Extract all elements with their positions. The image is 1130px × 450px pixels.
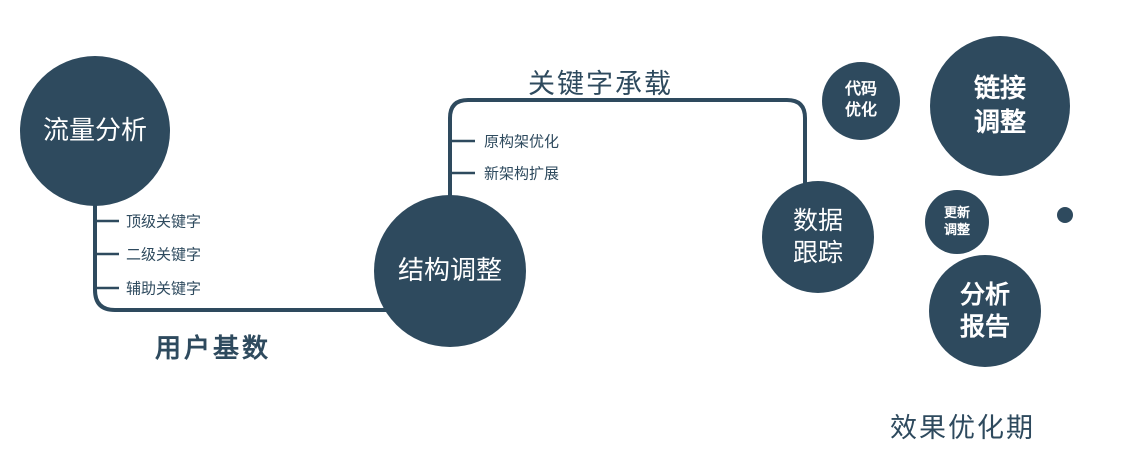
node-analysis-report-line2: 报告 [959,313,1010,341]
node-update-adjustment-line1: 更新 [943,205,970,221]
connector-traffic-to-structure [93,195,390,312]
node-traffic-analysis-label: 流量分析 [42,115,147,146]
small-dot-marker [1057,207,1073,223]
diagram-caption: 效果优化期 [890,413,1035,443]
node-link-adjustment: 链接 调整 [930,36,1070,176]
edge-label-user-base: 用户基数 [155,333,272,363]
node-analysis-report-line1: 分析 [959,280,1010,309]
node-data-tracking-line2: 跟踪 [792,239,843,267]
node-analysis-report: 分析 报告 [929,255,1041,367]
edge-label-keyword-carrying: 关键字承载 [528,69,673,99]
node-code-optimization-line1: 代码 [844,81,877,99]
node-structure-adjust: 结构调整 [374,195,526,347]
node-code-optimization: 代码 优化 [822,62,900,140]
branch-label-secondary-keywords: 二级关键字 [126,246,202,264]
branch-label-original-architecture: 原构架优化 [484,133,560,151]
node-data-tracking-line1: 数据 [792,206,843,235]
node-traffic-analysis: 流量分析 [20,56,170,206]
connector-structure-to-tracking [448,98,807,200]
node-link-adjustment-line1: 链接 [973,73,1026,104]
node-structure-adjust-label: 结构调整 [397,255,502,286]
node-data-tracking: 数据 跟踪 [762,181,874,293]
branch-label-top-keywords: 顶级关键字 [126,213,202,231]
node-update-adjustment: 更新 调整 [925,190,989,254]
node-update-adjustment-line2: 调整 [943,222,970,237]
branch-label-auxiliary-keywords: 辅助关键字 [126,280,202,298]
node-code-optimization-line2: 优化 [844,102,877,119]
branch-label-new-architecture: 新架构扩展 [484,165,560,183]
node-link-adjustment-line2: 调整 [973,107,1026,137]
